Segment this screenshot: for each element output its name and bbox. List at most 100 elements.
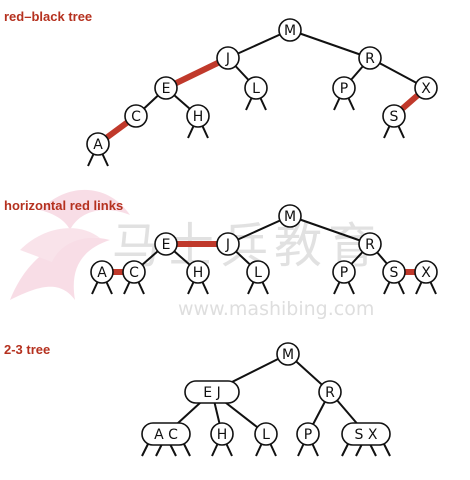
horizontal-node-label-H: H <box>193 265 204 281</box>
rb-null-link-L-0 <box>245 96 253 111</box>
horizontal-node-R <box>358 232 382 256</box>
two_three-null-link-H-1 <box>225 442 233 457</box>
two_three-null-link-AC-3 <box>183 443 191 457</box>
horizontal-node-label-R: R <box>365 237 375 253</box>
two_three-null-link-L-1 <box>269 442 277 457</box>
rb-node-R <box>358 46 382 70</box>
rb-node-S <box>382 104 406 128</box>
rb-node-L <box>244 76 268 100</box>
horizontal-null-link-L-1 <box>261 280 269 295</box>
rb-node-label-X: X <box>421 81 431 97</box>
rb-node-label-E: E <box>162 81 171 97</box>
horizontal-red-links-title: horizontal red links <box>4 198 124 213</box>
two_three-null-link-AC-2 <box>169 443 177 457</box>
two_three-null-link-L-0 <box>255 442 263 457</box>
horizontal-node-M <box>278 204 302 228</box>
rb-node-label-L: L <box>252 81 260 97</box>
horizontal-null-link-S-1 <box>397 280 405 295</box>
two_three-node-L <box>254 422 278 446</box>
horizontal-node-H <box>186 260 210 284</box>
two_three-node-M <box>276 342 300 366</box>
two_three-node-SX <box>341 422 391 446</box>
horizontal-null-link-H-0 <box>187 280 195 295</box>
rb-node-label-M: M <box>284 23 296 39</box>
two_three-null-link-SX-2 <box>369 443 377 457</box>
rb-null-link-A-0 <box>87 152 95 167</box>
horizontal-null-link-A-0 <box>91 280 99 295</box>
horizontal-null-link-P-1 <box>347 280 355 295</box>
rb-null-link-A-1 <box>101 152 109 167</box>
horizontal-node-label-P: P <box>340 265 348 281</box>
horizontal-node-C <box>122 260 146 284</box>
horizontal-node-label-E: E <box>162 237 171 253</box>
horizontal-null-link-C-0 <box>123 280 131 295</box>
rb-node-C <box>124 104 148 128</box>
two_three-node-R <box>318 380 342 404</box>
two_three-node-label-SX: S X <box>355 427 378 443</box>
horizontal-node-label-M: M <box>284 209 296 225</box>
rb-node-label-R: R <box>365 51 375 67</box>
two_three-null-link-H-0 <box>211 442 219 457</box>
horizontal-node-J <box>216 232 240 256</box>
rb-node-A <box>86 132 110 156</box>
horizontal-null-link-H-1 <box>201 280 209 295</box>
two_three-node-label-H: H <box>217 427 228 443</box>
horizontal-node-S <box>382 260 406 284</box>
rb-null-link-P-1 <box>347 96 355 111</box>
rb-null-link-H-0 <box>187 124 195 139</box>
two_three-node-label-M: M <box>282 347 294 363</box>
horizontal-node-E <box>154 232 178 256</box>
rb-node-E <box>154 76 178 100</box>
two_three-node-H <box>210 422 234 446</box>
two_three-null-link-P-1 <box>311 442 319 457</box>
two_three-node-label-L: L <box>262 427 270 443</box>
horizontal-null-link-L-0 <box>247 280 255 295</box>
horizontal-null-link-X-1 <box>429 280 437 295</box>
rb-null-link-S-0 <box>383 124 391 139</box>
rb-node-M <box>278 18 302 42</box>
horizontal-null-link-P-0 <box>333 280 341 295</box>
rb-tree-title: red–black tree <box>4 9 93 24</box>
two_three-null-link-AC-1 <box>155 443 163 457</box>
horizontal-node-label-C: C <box>129 265 139 281</box>
horizontal-node-P <box>332 260 356 284</box>
two_three-null-link-P-0 <box>297 442 305 457</box>
rb-null-link-L-1 <box>259 96 267 111</box>
rb-node-P <box>332 76 356 100</box>
rb-node-label-C: C <box>131 109 141 125</box>
rb-node-H <box>186 104 210 128</box>
rb-node-label-A: A <box>93 137 103 153</box>
rb-edge-M-R <box>289 29 371 59</box>
rb-null-link-S-1 <box>397 124 405 139</box>
rb-node-label-J: J <box>225 51 230 67</box>
horizontal-edge-M-R <box>289 215 371 245</box>
two_three-node-label-P: P <box>304 427 312 443</box>
two_three-node-label-R: R <box>325 385 335 401</box>
horizontal-node-label-J: J <box>225 237 230 253</box>
watermark-url: www.mashibing.com <box>178 298 375 320</box>
horizontal-null-link-A-1 <box>105 280 113 295</box>
two_three-node-AC <box>141 422 191 446</box>
two_three-null-link-SX-0 <box>341 443 349 457</box>
rb-node-label-P: P <box>340 81 348 97</box>
horizontal-node-label-A: A <box>97 265 107 281</box>
two_three-node-label-AC: A C <box>154 427 178 443</box>
horizontal-null-link-S-0 <box>383 280 391 295</box>
watermark-flame-icon <box>10 189 130 300</box>
horizontal-node-label-S: S <box>390 265 399 281</box>
rb-node-label-H: H <box>193 109 204 125</box>
rb-node-J <box>216 46 240 70</box>
rb-null-link-P-0 <box>333 96 341 111</box>
horizontal-node-label-L: L <box>254 265 262 281</box>
two_three-node-P <box>296 422 320 446</box>
rb-null-link-H-1 <box>201 124 209 139</box>
two_three-null-link-AC-0 <box>141 443 149 457</box>
rb-node-X <box>414 76 438 100</box>
two_three-node-EJ <box>184 380 240 404</box>
horizontal-null-link-X-0 <box>415 280 423 295</box>
horizontal-null-link-C-1 <box>137 280 145 295</box>
two_three-node-label-EJ: E J <box>203 385 220 401</box>
rb-node-label-S: S <box>390 109 399 125</box>
